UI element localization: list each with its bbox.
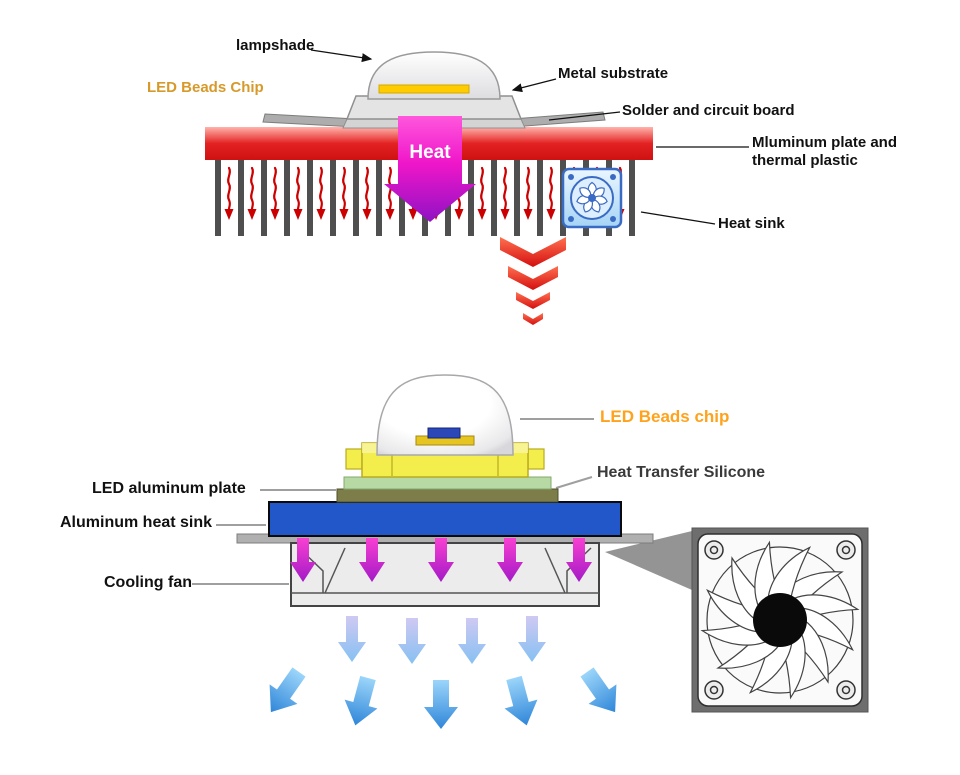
bottom-diagram (192, 374, 869, 730)
label-solder-circuit-board: Solder and circuit board (622, 102, 795, 119)
heat-arrow-label: Heat (409, 142, 451, 163)
fan-icon (561, 167, 623, 229)
label-aluminum-plate: Mluminum plate and thermal plastic (752, 134, 897, 170)
airflow-arrows-bottom (256, 662, 630, 730)
label-cooling-fan: Cooling fan (104, 574, 192, 591)
label-led-beads-chip-bottom: LED Beads chip (600, 407, 730, 426)
label-led-beads-chip-top: LED Beads Chip (147, 79, 264, 96)
airflow-arrows-mid (338, 616, 546, 664)
label-heat-transfer-silicone: Heat Transfer Silicone (597, 464, 766, 481)
fan-photo-screws (704, 540, 856, 700)
fan-photo (691, 527, 869, 713)
label-aluminum-heat-sink: Aluminum heat sink (60, 514, 213, 531)
fan-callout-wedge (605, 531, 692, 590)
heat-arrow: Heat (384, 116, 476, 222)
label-led-aluminum-plate: LED aluminum plate (92, 480, 246, 497)
led-chip-bar (378, 84, 470, 94)
label-aluminum-plate-line2: thermal plastic (752, 152, 858, 169)
label-heat-sink: Heat sink (718, 215, 785, 232)
heat-chevrons (500, 237, 566, 325)
metal-substrate-base (342, 95, 526, 129)
glass-dome (376, 374, 514, 456)
aluminum-heat-sink-plate (268, 501, 622, 537)
led-die (415, 427, 475, 446)
olive-base-plate (336, 488, 559, 503)
label-aluminum-plate-line1: Mluminum plate and (752, 134, 898, 151)
leader-lines-bottom (192, 418, 594, 585)
label-lampshade: lampshade (236, 37, 315, 54)
silicone-plate (343, 476, 552, 490)
label-metal-substrate: Metal substrate (558, 65, 669, 82)
fan-photo-hub (753, 593, 807, 647)
top-diagram: Heat (205, 49, 749, 325)
leader-lines-top (310, 49, 749, 225)
